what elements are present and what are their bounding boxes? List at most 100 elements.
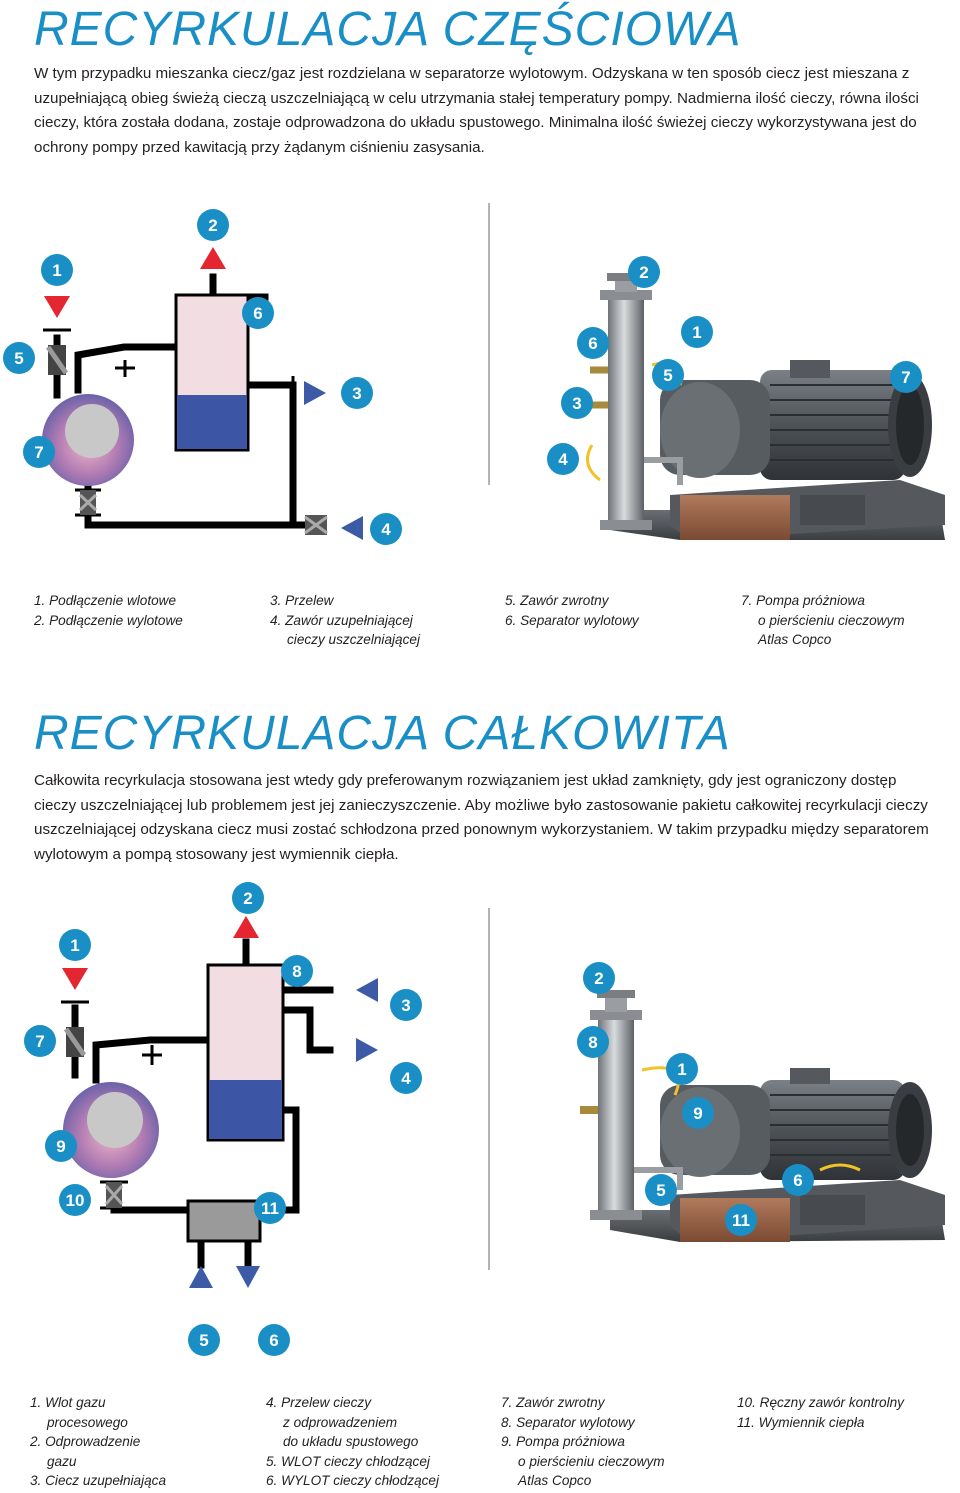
svg-text:6: 6 (253, 304, 262, 323)
photo1-badge-2: 2 (628, 256, 660, 288)
section2-title: RECYRKULACJA CAŁKOWITA (34, 707, 731, 760)
svg-text:6: 6 (269, 1331, 278, 1350)
svg-text:8: 8 (292, 962, 301, 981)
photo1-badge-1: 1 (681, 316, 713, 348)
svg-text:5: 5 (656, 1181, 665, 1200)
schematic1-badge-2: 2 (197, 209, 229, 241)
photo2-badge-1: 1 (666, 1053, 698, 1085)
schematic1-badge-6: 6 (242, 297, 274, 329)
svg-text:3: 3 (401, 996, 410, 1015)
pump-photo-illustration (586, 273, 945, 540)
svg-text:4: 4 (401, 1069, 411, 1088)
manual-valve-icon (104, 1182, 124, 1208)
separator-tank (174, 293, 250, 452)
svg-text:5: 5 (199, 1331, 208, 1350)
legend1-col2: 3. Przelew 4. Zawór uzupełniającej ciecz… (270, 591, 420, 650)
svg-text:7: 7 (35, 1032, 44, 1051)
svg-text:7: 7 (901, 368, 910, 387)
coolant-inlet-arrow-icon (189, 1266, 213, 1288)
outlet-arrow-icon (200, 247, 226, 269)
schematic2-badge-7: 7 (24, 1025, 56, 1057)
svg-text:2: 2 (639, 263, 648, 282)
photo2-badge-9: 9 (682, 1097, 714, 1129)
svg-text:1: 1 (677, 1060, 686, 1079)
schematic1-badge-7: 7 (23, 436, 55, 468)
legend-item: cieczy uszczelniającej (287, 632, 420, 648)
gas-outlet-arrow-icon (233, 916, 259, 938)
legend-item: 2. Podłączenie wylotowe (34, 612, 183, 628)
schematic2-badge-5: 5 (188, 1324, 220, 1356)
legend-item: gazu (47, 1453, 77, 1469)
section2-paragraph: Całkowita recyrkulacja stosowana jest wt… (34, 772, 929, 863)
svg-text:2: 2 (208, 216, 217, 235)
photo2-badge-11: 11 (725, 1204, 757, 1236)
schematic1-badge-3: 3 (341, 377, 373, 409)
legend-item: 11. Wymiennik ciepła (737, 1414, 865, 1430)
svg-text:5: 5 (14, 349, 23, 368)
legend-item: 1. Wlot gazu (30, 1395, 106, 1410)
section1-paragraph: W tym przypadku mieszanka ciecz/gaz jest… (34, 65, 919, 156)
photo1-badge-4: 4 (547, 443, 579, 475)
schematic1-badge-1: 1 (41, 254, 73, 286)
legend-item: 7. Zawór zwrotny (501, 1395, 605, 1410)
legend2-col2: 4. Przelew cieczy z odprowadzeniem do uk… (266, 1393, 439, 1491)
svg-text:6: 6 (793, 1171, 802, 1190)
pump-icon (42, 394, 134, 486)
photo1-badge-3: 3 (561, 387, 593, 419)
legend-item: 3. Przelew (270, 593, 334, 608)
schematic2-badge-4: 4 (390, 1062, 422, 1094)
svg-text:6: 6 (588, 334, 597, 353)
legend-item: 2. Odprowadzenie (30, 1434, 141, 1450)
section1-diagrams: 1 2 6 5 3 7 4 (3, 203, 945, 545)
drain-valve-icon (78, 490, 98, 515)
legend-item: Atlas Copco (518, 1473, 592, 1489)
photo2-badge-5: 5 (645, 1174, 677, 1206)
svg-text:9: 9 (56, 1137, 65, 1156)
photo2-badge-6: 6 (782, 1164, 814, 1196)
photo2-badge-8: 8 (577, 1026, 609, 1058)
svg-text:3: 3 (572, 394, 581, 413)
legend-item: procesowego (47, 1414, 128, 1430)
schematic2-badge-3: 3 (390, 989, 422, 1021)
check-valve-icon (63, 1027, 87, 1057)
inlet-arrow-icon (44, 296, 70, 318)
heat-exchanger-icon (186, 1199, 262, 1243)
svg-text:11: 11 (261, 1199, 279, 1218)
legend-item: 4. Przelew cieczy (266, 1395, 372, 1410)
legend2-col3: 7. Zawór zwrotny 8. Separator wylotowy 9… (501, 1393, 665, 1491)
legend-item: 3. Ciecz uzupełniająca (30, 1473, 167, 1489)
photo2-badge-2: 2 (583, 962, 615, 994)
legend1-col1: 1. Podłączenie wlotowe 2. Podłączenie wy… (34, 591, 183, 630)
svg-text:9: 9 (693, 1104, 702, 1123)
schematic2-badge-9: 9 (45, 1130, 77, 1162)
legend-item: 8. Separator wylotowy (501, 1414, 635, 1430)
svg-text:10: 10 (66, 1191, 85, 1210)
schematic2-badge-2: 2 (232, 882, 264, 914)
legend-item: 1. Podłączenie wlotowe (34, 593, 177, 608)
legend2-col1: 1. Wlot gazu procesowego 2. Odprowadzeni… (30, 1393, 166, 1491)
pump-icon (63, 1082, 159, 1178)
svg-text:4: 4 (558, 450, 568, 469)
schematic2-badge-11: 11 (254, 1192, 286, 1224)
legend-item: 6. WYLOT cieczy chłodzącej (266, 1473, 440, 1489)
pump-photo-illustration (580, 990, 945, 1242)
legend-item: 7. Pompa próżniowa (741, 593, 865, 608)
legend-item: do układu spustowego (283, 1434, 419, 1450)
svg-text:1: 1 (692, 323, 701, 342)
legend-item: 10. Ręczny zawór kontrolny (737, 1395, 904, 1410)
legend-item: 4. Zawór uzupełniającej (270, 612, 413, 628)
gas-inlet-arrow-icon (62, 968, 88, 990)
schematic1-badge-4: 4 (370, 513, 402, 545)
overflow-arrow-icon (304, 381, 326, 405)
legend-item: Atlas Copco (758, 632, 832, 648)
separator-tank (206, 963, 285, 1142)
legend-item: z odprowadzeniem (283, 1414, 398, 1430)
svg-text:5: 5 (663, 366, 672, 385)
photo1-badge-5: 5 (652, 359, 684, 391)
legend-item: o pierścieniu cieczowym (518, 1453, 665, 1469)
legend2-col4: 10. Ręczny zawór kontrolny 11. Wymiennik… (737, 1393, 904, 1432)
legend-item: 5. WLOT cieczy chłodzącej (266, 1453, 430, 1469)
schematic2-badge-1: 1 (59, 929, 91, 961)
schematic2-badge-6: 6 (258, 1324, 290, 1356)
svg-text:1: 1 (70, 936, 79, 955)
